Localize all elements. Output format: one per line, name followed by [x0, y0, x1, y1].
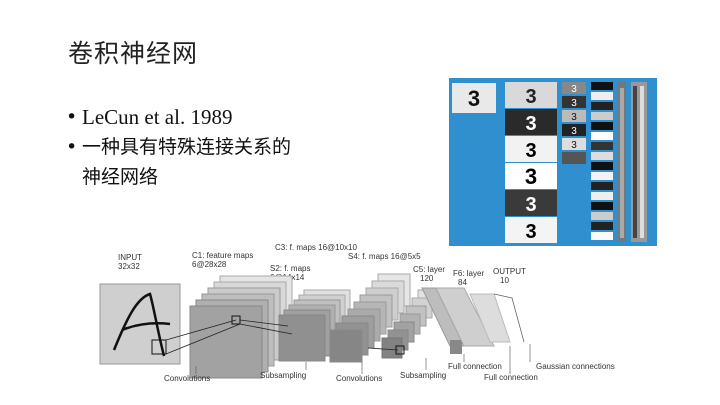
mnist-feature-maps-svg: 3 3 3 3 3 3 3 3 3 3 3 3 [452, 82, 647, 243]
svg-text:3: 3 [525, 164, 537, 189]
label-c3: C3: f. maps 16@10x10 [275, 243, 357, 252]
op-subsampling-2: Subsampling [400, 371, 446, 380]
label-input-2: 32x32 [118, 262, 140, 271]
input-digit-box [452, 83, 496, 113]
svg-text:3: 3 [571, 126, 577, 137]
slide-title: 卷积神经网 [68, 39, 199, 68]
label-output-2: 10 [500, 276, 509, 285]
svg-text:3: 3 [525, 221, 536, 243]
operation-brackets [195, 344, 531, 374]
svg-text:3: 3 [571, 112, 577, 123]
layer2-maps: 3 3 3 3 3 [562, 82, 586, 164]
bullet-text-1: LeCun et al. 1989 [82, 105, 233, 129]
lenet-diagram-svg: INPUT 32x32 C1: feature maps 6@28x28 C3:… [99, 243, 615, 383]
label-c1-2: 6@28x28 [192, 260, 227, 269]
bullet-dot-icon: • [66, 136, 78, 158]
svg-text:3: 3 [571, 84, 577, 95]
label-f6-1: F6: layer [453, 269, 484, 278]
bullet-text-2-line-2: 神经网络 [82, 166, 159, 188]
label-c1-1: C1: feature maps [192, 251, 253, 260]
label-f6-2: 84 [458, 278, 467, 287]
op-convolutions-1: Convolutions [164, 374, 210, 383]
svg-text:3: 3 [525, 140, 536, 162]
bullet-item-2: • 一种具有特殊连接关系的 神经网络 [66, 132, 426, 192]
bullet-dot-icon: • [66, 106, 78, 128]
bullet-text-2: 一种具有特殊连接关系的 神经网络 [82, 132, 291, 192]
op-subsampling-1: Subsampling [260, 371, 306, 380]
svg-text:3: 3 [525, 113, 536, 135]
fully-connected-layers [421, 287, 525, 354]
c3-feature-maps [329, 273, 411, 363]
bullet-item-1: • LeCun et al. 1989 [66, 102, 426, 132]
label-input-1: INPUT [118, 253, 142, 262]
label-output-1: OUTPUT [493, 267, 526, 276]
c1-feature-maps [189, 275, 293, 379]
svg-text:3: 3 [525, 194, 536, 216]
input-digit-text: 3 [468, 86, 480, 111]
bullet-list: • LeCun et al. 1989 • 一种具有特殊连接关系的 神经网络 [66, 102, 426, 192]
bullet-text-2-line-1: 一种具有特殊连接关系的 [82, 136, 292, 158]
svg-text:3: 3 [571, 98, 577, 109]
layer4-bars [618, 82, 647, 242]
op-convolutions-2: Convolutions [336, 374, 382, 383]
mnist-feature-maps-image: 3 3 3 3 3 3 3 3 3 3 3 3 [449, 78, 657, 246]
label-s4: S4: f. maps 16@5x5 [348, 252, 421, 261]
label-s2-1: S2: f. maps [270, 264, 310, 273]
op-full-connection-2: Full connection [484, 373, 538, 382]
input-image [99, 283, 181, 365]
layer1-maps: 3 3 3 3 3 3 [505, 82, 557, 243]
label-c5-2: 120 [420, 274, 434, 283]
layer3-maps [591, 82, 613, 240]
op-gaussian-connections: Gaussian connections [536, 362, 615, 371]
label-c5-1: C5: layer [413, 265, 445, 274]
lenet-architecture-diagram: INPUT 32x32 C1: feature maps 6@28x28 C3:… [92, 238, 632, 388]
svg-text:3: 3 [525, 86, 536, 108]
svg-text:3: 3 [571, 140, 577, 151]
op-full-connection-1: Full connection [448, 362, 502, 371]
